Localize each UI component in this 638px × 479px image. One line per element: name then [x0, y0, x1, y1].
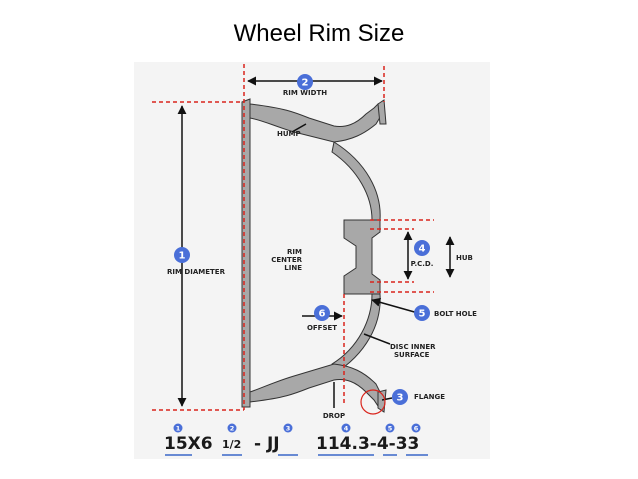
marker-4: 4 — [414, 240, 430, 256]
marker-6: 6 — [314, 305, 330, 321]
code-part-size: 15X6 — [164, 434, 213, 454]
code-num-2: 2 — [227, 423, 237, 433]
code-num-1: 1 — [173, 423, 183, 433]
label-drop: DROP — [323, 412, 345, 420]
svg-text:2: 2 — [302, 78, 309, 89]
code-part-bolt: 114.3-4-33 — [316, 434, 419, 454]
svg-text:6: 6 — [414, 424, 419, 432]
marker-1: 1 — [174, 247, 190, 263]
disc-leader — [363, 333, 391, 345]
svg-text:5: 5 — [388, 424, 393, 432]
bolt-hole-arrow — [371, 297, 419, 314]
label-flange: FLANGE — [414, 393, 445, 401]
svg-text:4: 4 — [344, 424, 349, 432]
svg-text:4: 4 — [419, 244, 426, 255]
label-offset: OFFSET — [307, 324, 337, 332]
rim-top-flange — [377, 99, 387, 125]
svg-text:3: 3 — [286, 424, 291, 432]
code-num-4: 4 — [341, 423, 351, 433]
slide-title: Wheel Rim Size — [233, 20, 405, 47]
label-disc-inner-surface-1: DISC INNER — [390, 343, 436, 351]
label-rim-diameter: RIM DIAMETER — [167, 268, 226, 276]
svg-text:1: 1 — [176, 424, 181, 432]
svg-text:1: 1 — [179, 251, 186, 262]
label-pcd: P.C.D. — [411, 260, 434, 268]
code-part-fraction: 1/2 — [222, 438, 241, 451]
code-num-3: 3 — [283, 423, 293, 433]
code-num-5: 5 — [385, 423, 395, 433]
rim-barrel-wall — [241, 98, 251, 408]
label-bolt-hole: BOLT HOLE — [434, 310, 477, 318]
svg-text:6: 6 — [319, 309, 326, 320]
label-rim-center-line-3: LINE — [284, 264, 302, 272]
size-code: 1 2 3 4 5 6 15X6 1/2 - JJ 114.3-4-33 — [164, 423, 428, 456]
label-rim-center-line-2: CENTER — [271, 256, 302, 264]
label-hump: HUMP — [277, 130, 301, 138]
label-disc-inner-surface-2: SURFACE — [394, 351, 430, 359]
label-hub: HUB — [456, 254, 473, 262]
svg-text:2: 2 — [230, 424, 235, 432]
wheel-rim-diagram: 1 2 3 4 5 6 RIM WIDTH HUMP RIM CENTER LI… — [134, 62, 490, 459]
svg-text:3: 3 — [397, 393, 404, 404]
label-rim-center-line-1: RIM — [287, 248, 302, 256]
label-rim-width: RIM WIDTH — [283, 89, 327, 97]
svg-text:5: 5 — [419, 309, 426, 320]
marker-2: 2 — [297, 74, 313, 90]
rim-bottom-profile — [249, 363, 383, 408]
flange-highlight-circle — [360, 389, 386, 415]
hump-leader — [291, 123, 307, 133]
marker-5: 5 — [414, 305, 430, 321]
code-num-6: 6 — [411, 423, 421, 433]
code-part-flange: - JJ — [254, 434, 280, 454]
flange-leader — [381, 397, 393, 401]
marker-3: 3 — [392, 389, 408, 405]
guide-lines — [152, 64, 434, 411]
